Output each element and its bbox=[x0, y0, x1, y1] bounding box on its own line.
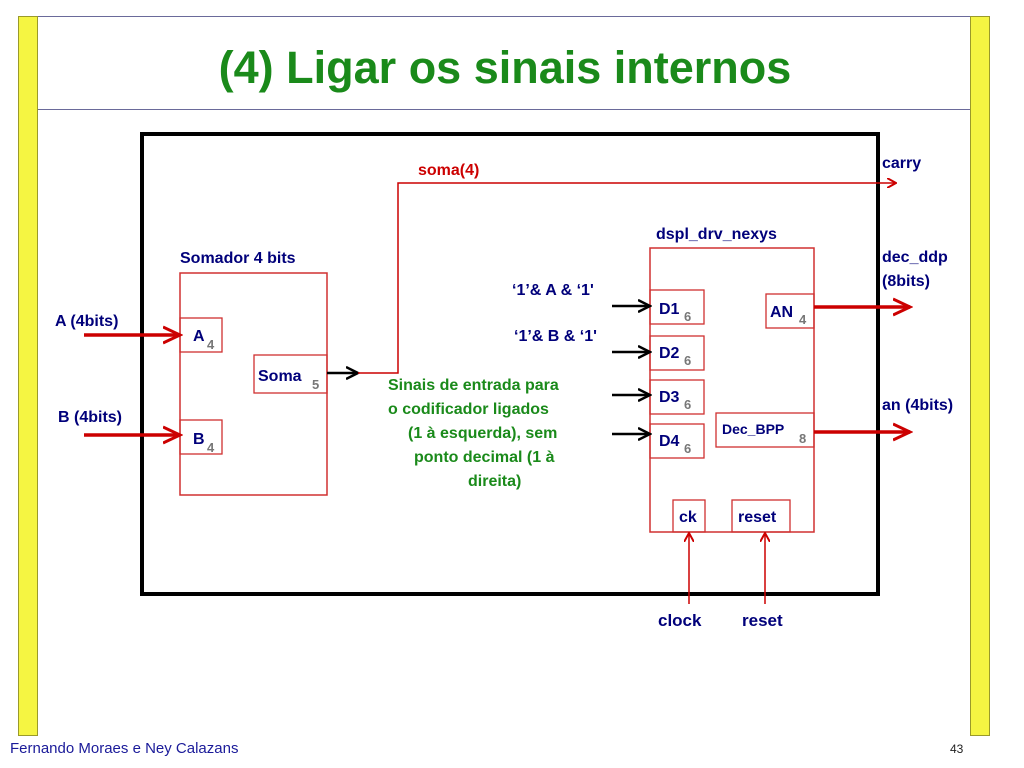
dspl-title: dspl_drv_nexys bbox=[656, 226, 777, 243]
dspl-port-an bbox=[765, 293, 815, 329]
note-line-2: o codificador ligados bbox=[388, 401, 549, 418]
dspl-port-d4 bbox=[649, 423, 705, 459]
dspl-port-d1-sub: 6 bbox=[684, 309, 691, 324]
dec-ddp-label: dec_ddp bbox=[882, 249, 948, 266]
soma4-label: soma(4) bbox=[418, 162, 479, 179]
note-line-3: (1 à esquerda), sem bbox=[408, 425, 557, 442]
dspl-port-ck-label: ck bbox=[679, 509, 697, 526]
top-rule bbox=[38, 16, 970, 17]
dspl-port-reset-label: reset bbox=[738, 509, 777, 526]
top-entity-box bbox=[140, 132, 880, 596]
dspl-port-d4-sub: 6 bbox=[684, 441, 691, 456]
dspl-port-d2-label: D2 bbox=[659, 345, 680, 362]
input-b-label: B (4bits) bbox=[58, 409, 122, 426]
d2-input-label: ‘1’& B & ‘1' bbox=[514, 328, 597, 345]
note-line-4: ponto decimal (1 à bbox=[414, 449, 555, 466]
somador-port-a-sub: 4 bbox=[207, 337, 215, 352]
dspl-port-an-label: AN bbox=[770, 304, 793, 321]
soma4-wire bbox=[358, 183, 895, 374]
page-number: 43 bbox=[950, 742, 964, 756]
dec-ddp-bits-label: (8bits) bbox=[882, 273, 930, 290]
somador-title: Somador 4 bits bbox=[180, 250, 296, 267]
somador-port-soma-label: Soma bbox=[258, 368, 302, 385]
somador-port-b-sub: 4 bbox=[207, 440, 215, 455]
carry-label: carry bbox=[882, 155, 921, 172]
input-a-label: A (4bits) bbox=[55, 313, 118, 330]
title-rule bbox=[38, 109, 970, 110]
slide-title: (4) Ligar os sinais internos bbox=[218, 42, 792, 93]
somador-port-a-label: A bbox=[193, 328, 205, 345]
dspl-port-dec-label: Dec_BPP bbox=[722, 421, 784, 437]
d1-input-label: ‘1’& A & ‘1' bbox=[512, 282, 594, 299]
dspl-port-an-sub: 4 bbox=[799, 312, 807, 327]
note-line-1: Sinais de entrada para bbox=[388, 377, 559, 394]
clock-label: clock bbox=[658, 611, 702, 630]
dspl-port-dec-sub: 8 bbox=[799, 431, 806, 446]
reset-label: reset bbox=[742, 611, 783, 630]
dspl-port-d2-sub: 6 bbox=[684, 353, 691, 368]
somador-port-b-label: B bbox=[193, 431, 205, 448]
an-output-label: an (4bits) bbox=[882, 397, 953, 414]
right-sidebar bbox=[970, 16, 990, 736]
dspl-port-dec bbox=[715, 412, 815, 448]
dspl-port-d3-label: D3 bbox=[659, 389, 680, 406]
note-line-5: direita) bbox=[468, 473, 521, 490]
left-sidebar bbox=[18, 16, 38, 736]
dspl-port-d4-label: D4 bbox=[659, 433, 680, 450]
somador-port-soma-sub: 5 bbox=[312, 377, 319, 392]
footer-author: Fernando Moraes e Ney Calazans bbox=[10, 740, 239, 757]
dspl-port-d1-label: D1 bbox=[659, 301, 680, 318]
dspl-port-d3-sub: 6 bbox=[684, 397, 691, 412]
